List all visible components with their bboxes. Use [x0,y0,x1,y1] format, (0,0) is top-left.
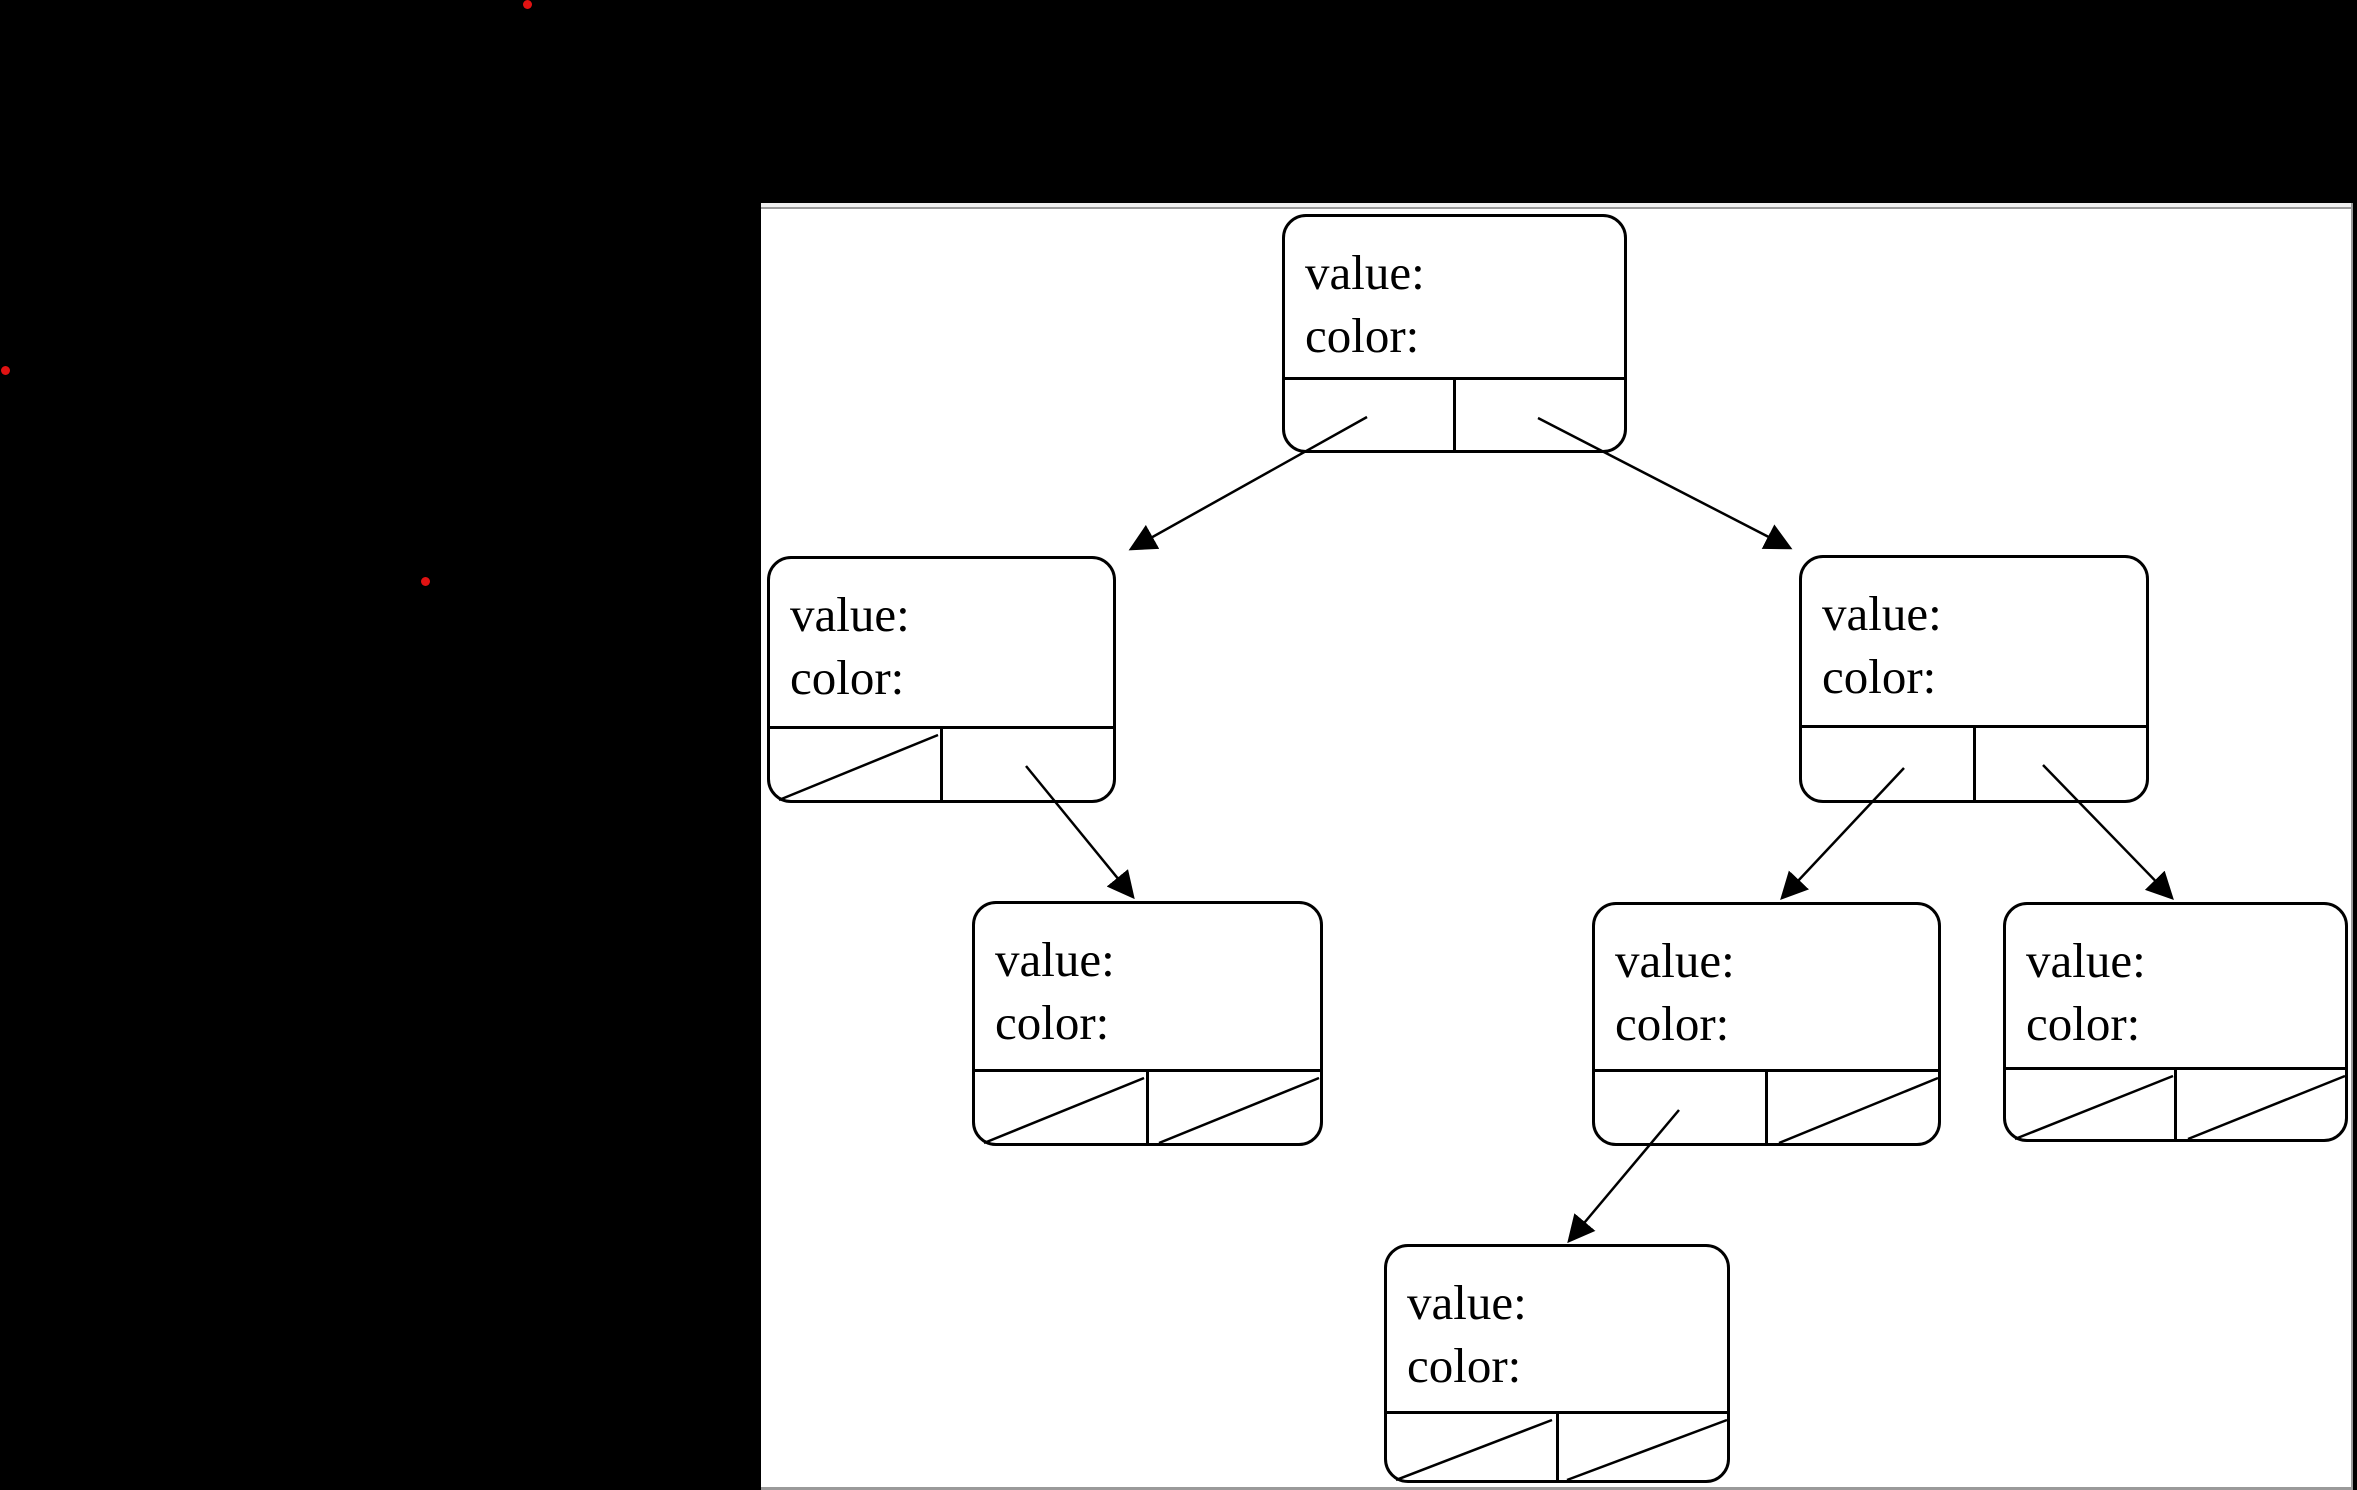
node-value-label: value: [1305,245,1425,300]
node-color-label: color: [1407,1338,1522,1393]
node-value-label: value: [1615,933,1735,988]
right-pointer-cell [1453,380,1624,450]
node-pointer-cells [2006,1067,2345,1139]
node-field-labels: value: color: [1802,558,2146,725]
node-field-labels: value: color: [1387,1247,1727,1411]
node-color-label: color: [1305,308,1420,363]
canvas-top-strip [761,203,2351,207]
left-pointer-cell [975,1072,1146,1143]
red-dot-marker [1,366,10,375]
red-dot-marker [523,0,532,9]
node-field-labels: value: color: [1285,217,1624,377]
tree-node-right-left-grandchild: value: color: [1592,902,1941,1146]
tree-node-right-child: value: color: [1799,555,2149,803]
right-pointer-cell [1765,1072,1938,1143]
node-pointer-cells [1387,1411,1727,1480]
node-value-label: value: [790,587,910,642]
node-pointer-cells [1802,725,2146,800]
left-pointer-cell [1285,380,1453,450]
tree-node-bottom-great-grandchild: value: color: [1384,1244,1730,1483]
right-pointer-cell [1972,728,2147,800]
tree-node-left-child: value: color: [767,556,1116,803]
right-pointer-cell [1555,1414,1728,1480]
node-color-label: color: [1615,996,1730,1051]
tree-node-left-right-grandchild: value: color: [972,901,1323,1146]
node-value-label: value: [2026,933,2146,988]
node-field-labels: value: color: [975,904,1320,1069]
node-field-labels: value: color: [2006,905,2345,1067]
node-color-label: color: [1822,649,1937,704]
node-pointer-cells [770,726,1113,800]
left-pointer-cell [1387,1414,1556,1480]
right-pointer-cell [2174,1070,2345,1139]
node-field-labels: value: color: [770,559,1113,726]
node-pointer-cells [1285,377,1624,450]
tree-node-root: value: color: [1282,214,1627,453]
right-pointer-cell [1146,1072,1320,1143]
left-pointer-cell [1802,728,1973,800]
canvas-top-border-line [761,207,2351,209]
node-pointer-cells [975,1069,1320,1143]
node-pointer-cells [1595,1069,1938,1143]
red-dot-marker [421,577,430,586]
right-pointer-cell [940,729,1113,800]
node-value-label: value: [1822,586,1942,641]
left-pointer-cell [770,729,940,800]
left-pointer-cell [2006,1070,2174,1139]
node-color-label: color: [2026,996,2141,1051]
tree-node-right-right-grandchild: value: color: [2003,902,2348,1142]
node-value-label: value: [995,932,1115,987]
node-value-label: value: [1407,1275,1527,1330]
node-field-labels: value: color: [1595,905,1938,1069]
node-color-label: color: [790,650,905,705]
left-pointer-cell [1595,1072,1765,1143]
node-color-label: color: [995,995,1110,1050]
